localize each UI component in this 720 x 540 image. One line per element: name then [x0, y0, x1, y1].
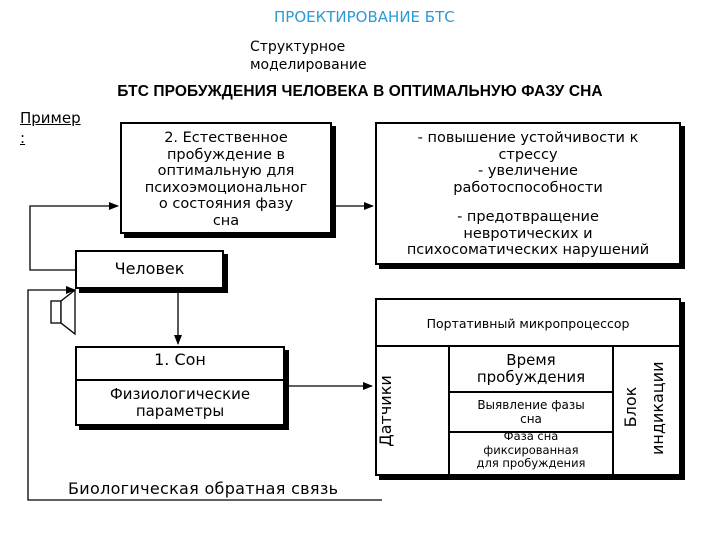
effects-line: - повышение устойчивости к — [417, 130, 639, 146]
wake-time-line: пробуждения — [476, 368, 586, 386]
awakening-line: 2. Естественное — [164, 130, 288, 146]
sensors-divider — [448, 345, 450, 476]
processor-label: Портативный микропроцессор — [426, 316, 630, 331]
awakening-line: оптимальную для — [157, 163, 295, 179]
effects-line: психосоматических нарушений — [406, 242, 650, 258]
wake-time-line: Время — [506, 351, 556, 369]
awakening-line: о состояния фазу — [158, 196, 294, 212]
example-label: Пример — [20, 109, 81, 127]
feedback-loop-line — [27, 286, 382, 501]
speaker-icon — [50, 288, 76, 336]
processor-divider — [375, 345, 681, 347]
effects-box: - повышение устойчивости к стрессу - уве… — [375, 122, 681, 265]
effects-line: невротических и — [463, 225, 593, 242]
subsection-heading: Структурное моделирование — [250, 39, 367, 73]
phase-fixed-line: для пробуждения — [476, 456, 586, 470]
awakening-line: психоэмоциональног — [144, 179, 308, 196]
physio-block: Физиологические параметры — [77, 381, 283, 419]
wake-divider — [448, 391, 613, 393]
sensors-label: Датчики — [376, 375, 395, 447]
effects-line — [377, 196, 679, 209]
wake-time-block: Время пробуждения — [450, 352, 612, 386]
awakening-line: сна — [212, 212, 240, 229]
effects-line: - предотвращение — [457, 209, 599, 225]
sleep-label: 1. Сон — [77, 348, 283, 381]
effects-line: стрессу — [498, 146, 558, 163]
diagram-title: БТС ПРОБУЖДЕНИЯ ЧЕЛОВЕКА В ОПТИМАЛЬНУЮ Ф… — [117, 83, 603, 100]
human-label: Человек — [114, 259, 185, 278]
detect-divider — [448, 431, 613, 433]
physio-line: Физиологические — [109, 385, 251, 403]
phase-fixed-block: Фаза сна фиксированная для пробуждения — [450, 429, 612, 471]
example-colon: : — [20, 129, 26, 147]
phase-fixed-line: Фаза сна — [503, 429, 559, 443]
effects-line: - увеличение — [478, 163, 578, 179]
human-box: Человек — [75, 250, 224, 289]
human-to-awakening-arrow — [29, 202, 119, 271]
awakening-line: пробуждение в — [166, 146, 286, 163]
display-unit-label-1: Блок — [621, 386, 640, 428]
phase-detect-line: сна — [520, 412, 542, 426]
display-divider — [612, 345, 614, 476]
effects-line: работоспособности — [453, 179, 603, 196]
phase-detect-block: Выявление фазы сна — [450, 398, 612, 426]
processor-box — [375, 298, 681, 476]
display-unit-label-2: индикации — [648, 361, 667, 455]
section-heading: ПРОЕКТИРОВАНИЕ БТС — [274, 8, 455, 26]
phase-fixed-line: фиксированная — [483, 442, 579, 457]
phase-detect-line: Выявление фазы — [477, 398, 585, 412]
awakening-box: 2. Естественное пробуждение в оптимальну… — [120, 122, 332, 234]
feedback-label: Биологическая обратная связь — [68, 479, 339, 498]
physio-line: параметры — [135, 401, 225, 420]
sleep-box: 1. Сон Физиологические параметры — [75, 346, 285, 426]
